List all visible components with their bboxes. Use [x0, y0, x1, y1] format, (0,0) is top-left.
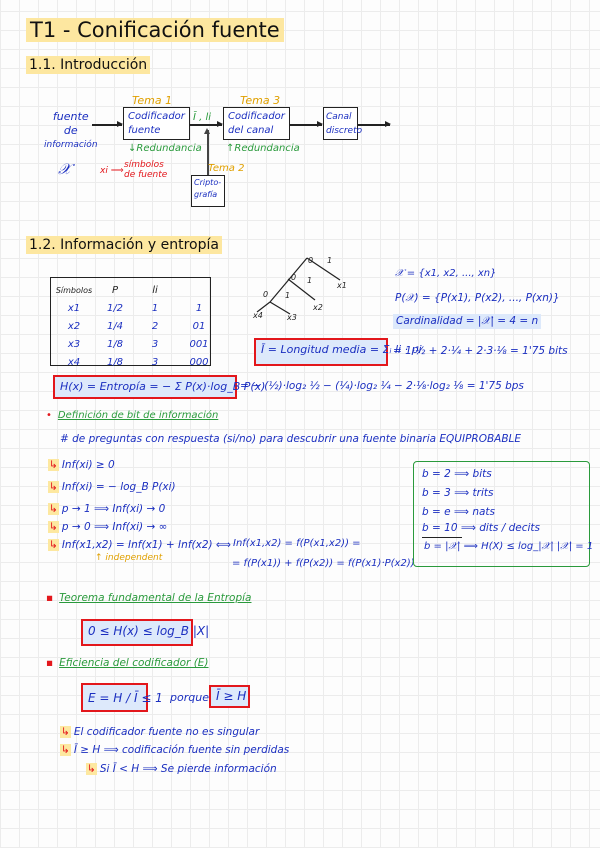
- tree-label: x3: [286, 313, 297, 322]
- table-bracket: [50, 277, 210, 366]
- length-ge-h-box: Ī ≥ H: [209, 685, 250, 708]
- bit-item: ↳Inf(x1,x2) = Inf(x1) + Inf(x2) ⟺: [48, 539, 231, 551]
- base-item: b = 3 ⟹ trits: [422, 487, 494, 499]
- page-title: T1 - Conificación fuente: [26, 18, 284, 42]
- theorem-heading: ▪Teorema fundamental de la Entropía: [46, 592, 252, 604]
- efficiency-heading: ▪Eficiencia del codificador (E): [46, 657, 209, 669]
- section-intro: 1.1. Introducción: [26, 56, 151, 74]
- efficiency-note: ↳El codificador fuente no es singular: [60, 726, 260, 738]
- base-item: b = |𝒳| ⟹ H(X) ≤ log_|𝒳| |𝒳| = 1: [424, 541, 594, 552]
- base-item: b = 10 ⟹ dits / decits: [422, 522, 541, 534]
- tree-label: x1: [336, 281, 347, 290]
- efficiency-note: ↳Ī ≥ H ⟹ codificación fuente sin perdida…: [60, 744, 290, 756]
- crypto-box: Cripto-grafía: [191, 175, 225, 207]
- box2-note: ↑Redundancia: [226, 143, 300, 154]
- tree-label: 0: [291, 273, 296, 282]
- arrow: [358, 121, 391, 127]
- tree-label: 0: [308, 256, 313, 265]
- box2-tag: Tema 3: [240, 94, 281, 107]
- tree-label: 1: [327, 256, 332, 265]
- info-eq2: = f(P(x1)) + f(P(x2)) = f(P(x1)·P(x2)): [232, 558, 415, 569]
- base-item: b = e ⟹ nats: [422, 506, 496, 518]
- theorem-box: 0 ≤ H(x) ≤ log_B |X|: [81, 619, 209, 646]
- tree-label: 1: [285, 291, 290, 300]
- base-item: b = 2 ⟹ bits: [422, 468, 492, 480]
- entropy-calc: = − (½)·log₂ ½ − (¼)·log₂ ¼ − 2·⅛·log₂ ⅛…: [240, 380, 524, 392]
- bit-item: ↳p → 0 ⟹ Inf(xi) → ∞: [48, 521, 168, 533]
- box1-tag: Tema 1: [132, 94, 173, 107]
- box1-note: ↓Redundancia: [128, 143, 202, 154]
- bit-item: ↳p → 1 ⟹ Inf(xi) → 0: [48, 503, 166, 515]
- arrow: [190, 121, 223, 127]
- efficiency-box: E = H / Ī ≤ 1: [81, 683, 163, 712]
- arrow-up: [207, 130, 209, 175]
- arrow-head: [204, 128, 210, 134]
- symbols-arrow: xi ⟹: [100, 166, 124, 176]
- tree-label: x2: [312, 303, 323, 312]
- efficiency-note: ↳Si Ī < H ⟹ Se pierde información: [86, 763, 277, 775]
- bit-item: ↳Inf(xi) = − log_B P(xi): [48, 481, 176, 493]
- tree-label: 0: [263, 290, 268, 299]
- independent-note: ↑ independent: [95, 553, 163, 563]
- bit-item: ↳Inf(xi) ≥ 0: [48, 459, 115, 471]
- source-symbol: 𝒳: [58, 160, 71, 178]
- table-bracket-right: [205, 277, 211, 366]
- arrow: [290, 121, 323, 127]
- arrow: [92, 121, 123, 127]
- porque-label: porque: [170, 691, 209, 704]
- x-set: 𝒳 = {x1, x2, ..., xn}: [395, 268, 497, 279]
- divider: [422, 537, 462, 538]
- tree-label: x4: [252, 311, 263, 320]
- p-set: P(𝒳) = {P(x1), P(x2), ..., P(xn)}: [395, 292, 560, 304]
- bit-def-desc: # de preguntas con respuesta (si/no) par…: [60, 433, 522, 445]
- info-eq1: Inf(x1,x2) = f(P(x1,x2)) =: [233, 538, 361, 549]
- bases-box: [413, 461, 590, 567]
- entropy-box: H(x) = Entropía = − Σ P(x)·log_B P(x): [53, 375, 265, 399]
- bit-def-heading: •Definición de bit de información: [46, 410, 219, 421]
- tree-label: 1: [307, 276, 312, 285]
- box4-tag: Tema 2: [208, 163, 245, 174]
- section-info: 1.2. Información y entropía: [26, 236, 222, 254]
- mean-length-calc: = 1·½ + 2·¼ + 2·3·⅛ = 1'75 bits: [393, 345, 568, 357]
- link-label: Ī , li: [193, 112, 212, 123]
- mean-length-box: Ī = Longitud media = Σᵢ li · pi: [254, 338, 422, 366]
- cardinality: Cardinalidad = |𝒳| = 4 = n: [393, 314, 542, 329]
